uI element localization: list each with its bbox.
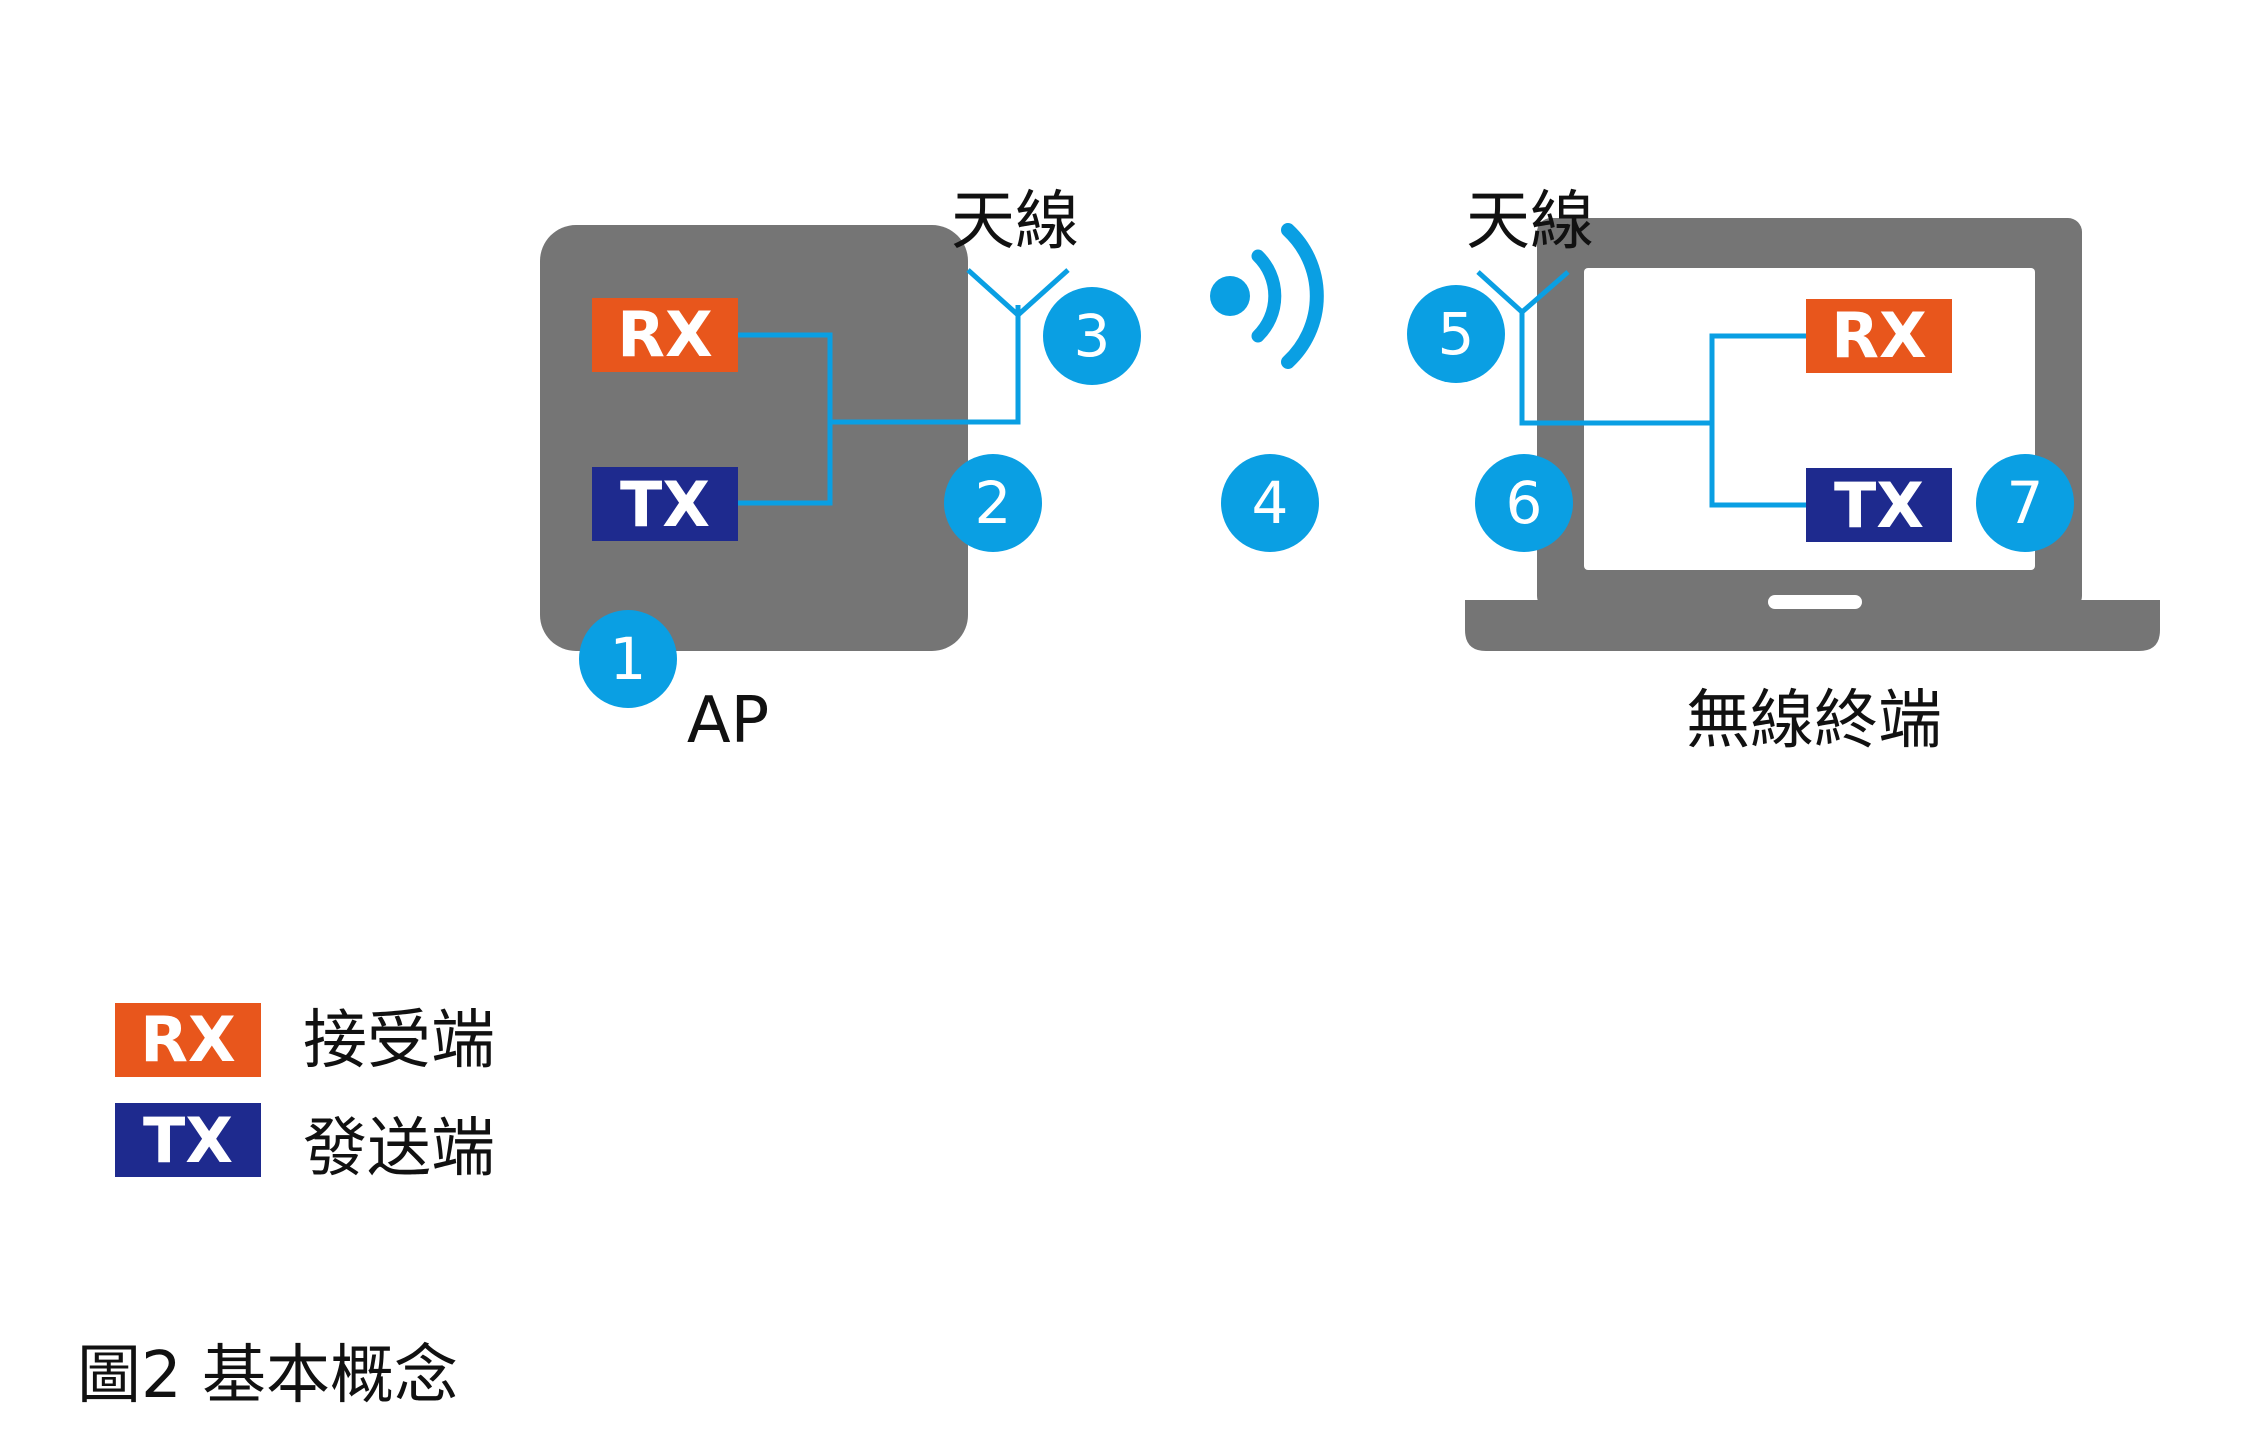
marker-4: 4 — [1221, 454, 1319, 552]
ap-device — [540, 225, 968, 651]
antenna-right-label: 天線 — [1466, 185, 1594, 259]
legend-tx-tag: TX — [115, 1103, 261, 1177]
marker-5: 5 — [1407, 285, 1505, 383]
terminal-label: 無線終端 — [1686, 684, 1942, 758]
svg-text:7: 7 — [2007, 469, 2044, 537]
svg-text:RX: RX — [140, 1003, 236, 1076]
legend-rx-label: 接受端 — [303, 1004, 495, 1078]
svg-text:TX: TX — [620, 468, 710, 541]
terminal-wiring — [1476, 270, 1806, 508]
terminal-rx-tag: RX — [1806, 299, 1952, 373]
ap-tx-tag: TX — [592, 467, 738, 541]
svg-text:TX: TX — [143, 1104, 233, 1177]
legend-rx-tag: RX — [115, 1003, 261, 1077]
marker-7: 7 — [1976, 454, 2074, 552]
terminal-tx-tag: TX — [1806, 468, 1952, 542]
laptop-icon — [1465, 218, 2160, 651]
marker-1: 1 — [579, 610, 677, 708]
svg-text:2: 2 — [975, 469, 1012, 537]
marker-3: 3 — [1043, 287, 1141, 385]
svg-text:5: 5 — [1438, 300, 1475, 368]
ap-wiring — [738, 305, 1021, 506]
svg-text:3: 3 — [1074, 302, 1111, 370]
legend-tx-label: 發送端 — [303, 1112, 495, 1186]
ap-rx-tag: RX — [592, 298, 738, 372]
antenna-icon — [966, 268, 1070, 317]
svg-text:1: 1 — [610, 625, 647, 693]
svg-text:6: 6 — [1506, 469, 1543, 537]
marker-6: 6 — [1475, 454, 1573, 552]
svg-text:RX: RX — [1831, 299, 1927, 372]
svg-text:TX: TX — [1834, 469, 1924, 542]
legend: RX 接受端 TX 發送端 — [115, 1003, 495, 1186]
wifi-signal-icon — [1210, 223, 1324, 369]
figure-caption: 圖2 基本概念 — [77, 1339, 458, 1413]
marker-2: 2 — [944, 454, 1042, 552]
antenna-left-label: 天線 — [951, 185, 1079, 259]
ap-label: AP — [687, 684, 769, 758]
svg-text:RX: RX — [617, 298, 713, 371]
svg-text:4: 4 — [1252, 469, 1289, 537]
